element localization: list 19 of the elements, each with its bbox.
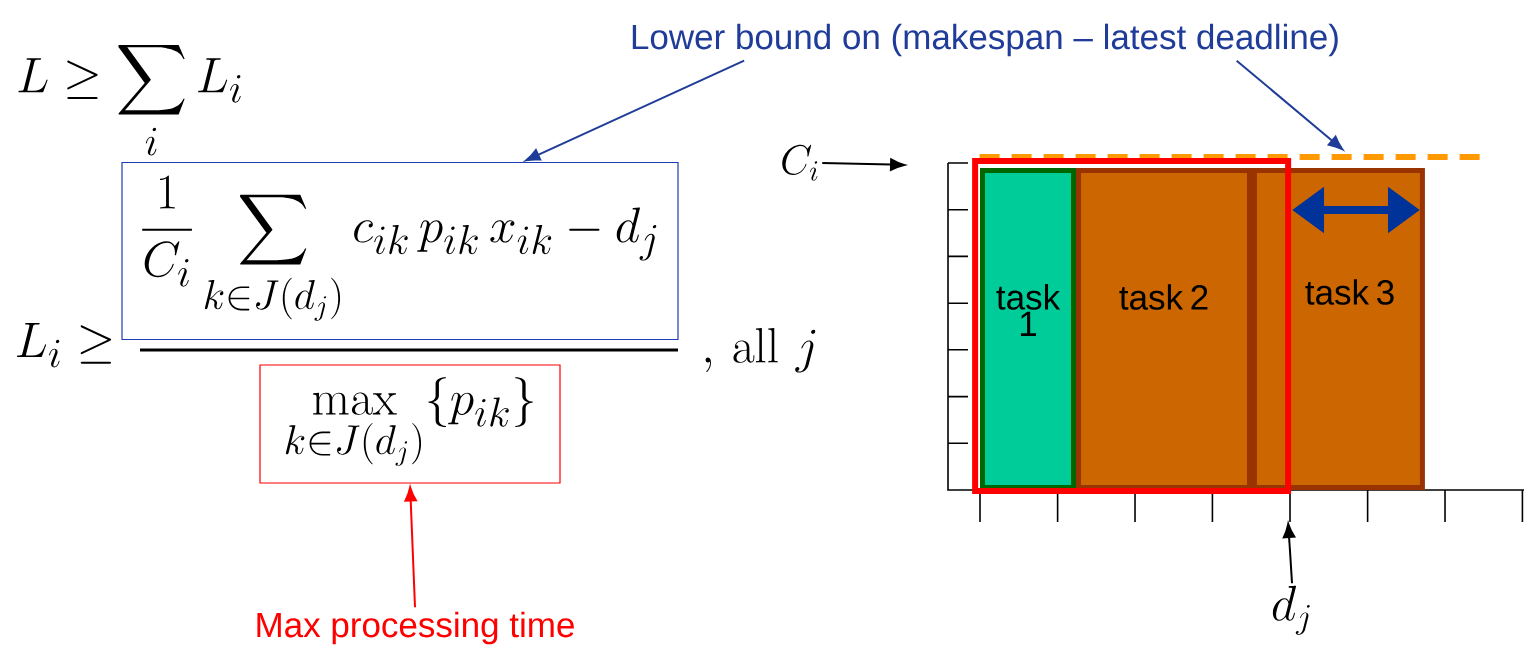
- math-formula: $L_i \geq$: [17, 323, 112, 368]
- math-formula: ${,}\ \mathrm{all}\ j$: [705, 327, 816, 373]
- task-bar: task 2: [1076, 168, 1252, 490]
- arrow: [1282, 523, 1296, 585]
- task-bar: task 1: [980, 168, 1076, 490]
- deadline-line: [979, 154, 1481, 160]
- arrow: [1235, 59, 1344, 151]
- axis-label: $d_j$: [1272, 585, 1310, 635]
- axis-label: $C_i$: [782, 144, 818, 181]
- numerator-box: $\frac{1}{C_i}\sum_{k\in J(d_j)} c_{ik}\,p_{ik}\,x_{ik} - d_j$: [121, 161, 679, 341]
- arrow: [821, 158, 906, 171]
- math-formula: $L \geq \sum_i L_i$: [18, 44, 241, 156]
- task-bar: task 3: [1251, 168, 1425, 490]
- arrow: [404, 486, 417, 609]
- denominator-box: $\max_{k\in J(d_j)}\{p_{ik}\}$: [259, 364, 561, 484]
- annotation-text: Lower bound on (makespan – latest deadline): [632, 23, 1338, 57]
- highlight-frame: [972, 158, 1292, 494]
- arrow: [525, 59, 746, 162]
- annotation-text: Max processing time: [257, 611, 574, 645]
